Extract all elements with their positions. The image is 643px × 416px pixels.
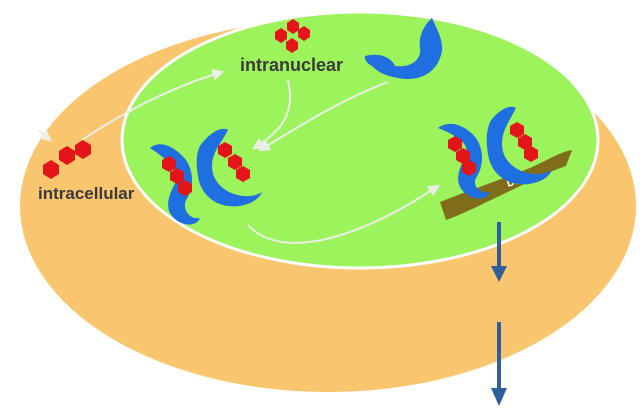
label-intranuclear: intranuclear — [240, 55, 343, 75]
receptor-complex-dna-icon — [438, 106, 552, 199]
arrow-receptor-to-complex — [257, 81, 389, 152]
ligand-intranuclear-icon — [275, 19, 310, 53]
receptor-free-icon — [364, 18, 443, 80]
blue-arrow-1-icon — [491, 222, 507, 282]
blue-arrow-2-icon — [491, 322, 507, 406]
label-intracellular: intracellular — [38, 184, 135, 203]
ligand-intracellular-icon — [43, 140, 91, 179]
pathway-arrows — [37, 68, 440, 244]
receptor-complex-left-icon — [150, 128, 262, 225]
arrow-intracellular-to-intranuclear — [81, 68, 225, 141]
arrow-complex-to-dna — [247, 184, 440, 244]
arrow-intracellular-entry — [37, 129, 52, 142]
